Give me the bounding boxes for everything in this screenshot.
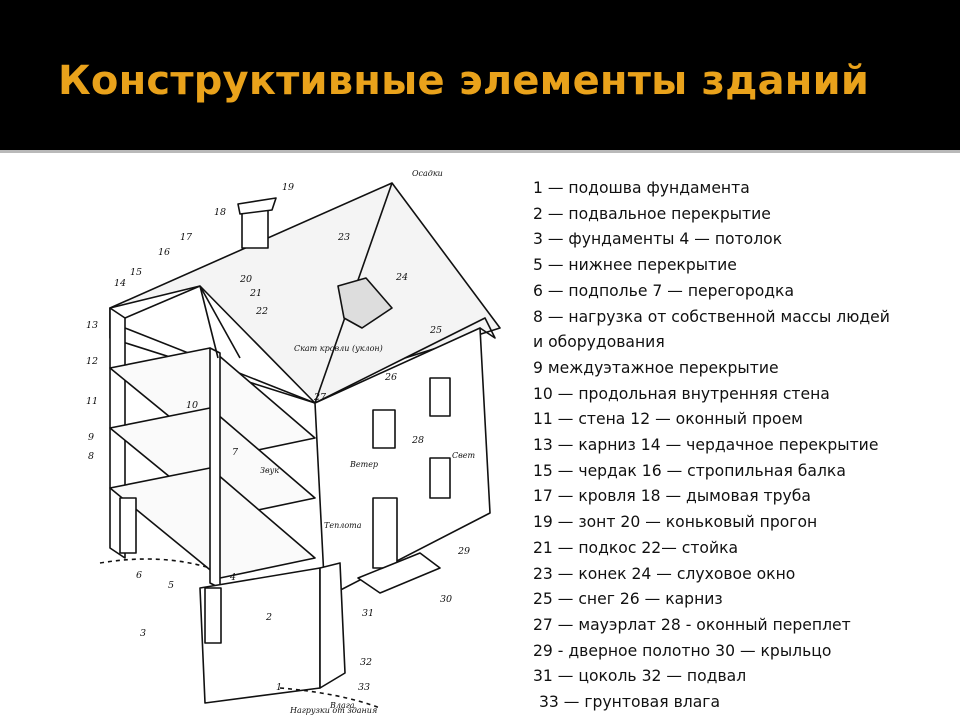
annotation-heat: Теплота <box>324 521 362 530</box>
annotation-precipitation: Осадки <box>412 169 443 178</box>
callout-8: 8 <box>88 451 94 462</box>
callout-21: 21 <box>249 288 262 299</box>
callout-11: 11 <box>86 396 98 407</box>
legend-line-2: 2 — подвальное перекрытие <box>533 204 771 223</box>
callout-13: 13 <box>86 320 98 331</box>
legend-line-19: 29 - дверное полотно 30 — крыльцо <box>533 641 832 660</box>
callout-6: 6 <box>136 570 142 581</box>
annotation-loads: Нагрузки от здания <box>289 706 377 715</box>
annotation-moisture: Влага <box>329 701 355 710</box>
annotation-wind: Ветер <box>349 460 378 469</box>
legend-line-5: 6 — подполье 7 — перегородка <box>533 281 795 300</box>
legend-line-16: 23 — конек 24 — слуховое окно <box>533 564 796 583</box>
callout-16: 16 <box>158 247 170 258</box>
legend-line-9: 10 — продольная внутренняя стена <box>533 384 830 403</box>
callout-12: 12 <box>86 356 98 367</box>
callout-25: 25 <box>429 325 442 336</box>
legend-line-14: 19 — зонт 20 — коньковый прогон <box>533 513 818 532</box>
callout-2: 2 <box>265 612 272 623</box>
internal-wall <box>209 347 221 589</box>
callout-9: 9 <box>88 432 94 443</box>
legend-line-12: 15 — чердак 16 — стропильная балка <box>533 461 846 480</box>
callout-23: 23 <box>337 232 350 243</box>
legend-line-20: 31 — цоколь 32 — подвал <box>533 667 747 686</box>
legend-line-3: 3 — фундаменты 4 — потолок <box>533 230 783 249</box>
porch <box>357 552 441 594</box>
annotation-light: Свет <box>452 451 476 460</box>
legend-line-1: 1 — подошва фундамента <box>533 179 750 197</box>
callout-15: 15 <box>130 267 142 278</box>
dormer-window <box>337 277 393 329</box>
legend-line-4: 5 — нижнее перекрытие <box>533 256 737 275</box>
callout-31: 31 <box>362 608 374 619</box>
callout-20: 20 <box>239 274 252 285</box>
callout-27: 27 <box>313 392 327 403</box>
legend-line-7: и оборудования <box>533 333 665 352</box>
callout-28: 28 <box>411 435 424 446</box>
annotation-sound: Звук <box>260 466 279 475</box>
title-bar: Конструктивные элементы зданий <box>0 0 960 150</box>
callout-1: 1 <box>276 682 282 693</box>
door <box>372 497 398 569</box>
legend-line-8: 9 междуэтажное перекрытие <box>533 358 779 377</box>
callout-17: 17 <box>180 232 193 243</box>
callout-18: 18 <box>214 207 226 218</box>
building-cutaway-diagram: 1 2 3 4 5 6 7 8 9 10 11 12 13 14 15 16 1… <box>86 169 501 715</box>
callout-5: 5 <box>168 580 174 591</box>
legend: 1 — подошва фундамента 2 — подвальное пе… <box>533 176 953 716</box>
legend-line-17: 25 — снег 26 — карниз <box>533 590 723 609</box>
callout-4: 4 <box>229 572 236 583</box>
callout-3: 3 <box>140 628 146 639</box>
legend-line-10: 11 — стена 12 — оконный проем <box>533 410 803 429</box>
callout-22: 22 <box>255 306 268 317</box>
callout-19: 19 <box>282 182 294 193</box>
slide-title: Конструктивные элементы зданий <box>58 58 870 104</box>
callout-32: 32 <box>360 657 372 668</box>
legend-line-15: 21 — подкос 22— стойка <box>533 538 739 557</box>
legend-line-18: 27 — мауэрлат 28 - оконный переплет <box>533 615 851 634</box>
legend-line-11: 13 — карниз 14 — чердачное перекрытие <box>533 436 879 455</box>
callout-14: 14 <box>114 278 126 289</box>
legend-line-6: 8 — нагрузка от собственной массы людей <box>533 307 890 326</box>
chimney <box>241 207 269 249</box>
callout-33: 33 <box>358 682 370 693</box>
plinth <box>319 562 346 689</box>
legend-line-13: 17 — кровля 18 — дымовая труба <box>533 487 811 506</box>
callout-24: 24 <box>395 272 408 283</box>
callout-7: 7 <box>232 447 239 458</box>
callout-26: 26 <box>384 372 397 383</box>
callout-30: 30 <box>440 594 452 605</box>
callout-10: 10 <box>186 400 198 411</box>
title-divider <box>0 150 960 153</box>
annotation-snow-slide: Скат кровли (уклон) <box>294 344 383 353</box>
callout-29: 29 <box>457 546 470 557</box>
legend-line-21: 33 — грунтовая влага <box>539 693 721 712</box>
